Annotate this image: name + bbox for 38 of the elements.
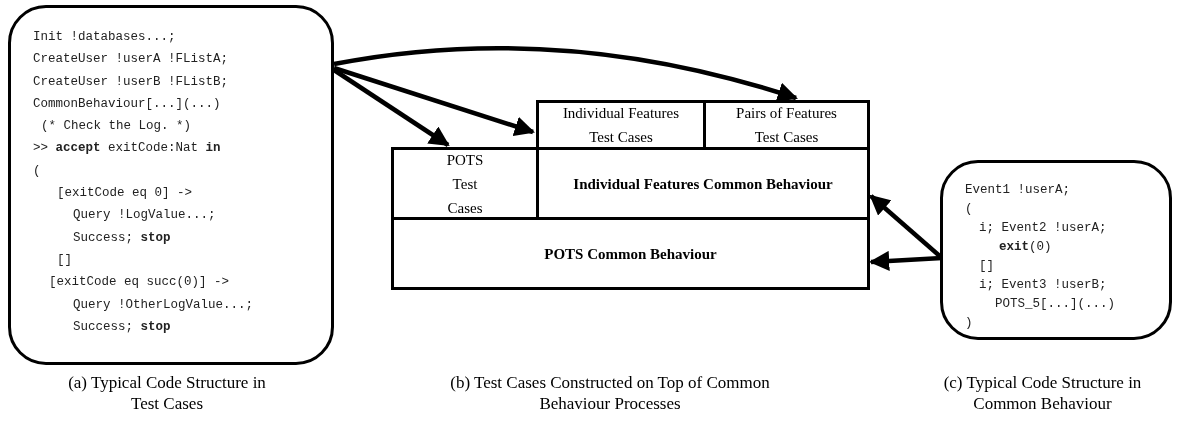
code-line: Query !OtherLogValue...; bbox=[72, 296, 255, 314]
box-label: Individual Features Test Cases bbox=[561, 104, 681, 147]
code-line: Success; stop bbox=[72, 318, 172, 336]
code-line: exit(0) bbox=[998, 239, 1053, 256]
code-line: Event1 !userA; bbox=[965, 182, 1072, 199]
box-label: POTS Common Behaviour bbox=[544, 244, 717, 264]
code-line: CreateUser !userB !FListB; bbox=[33, 73, 230, 91]
code-line: [exitCode eq succ(0)] -> bbox=[48, 274, 231, 292]
process-box bbox=[703, 100, 870, 150]
code-line: Query !LogValue...; bbox=[72, 207, 217, 225]
code-line: (* Check the Log. *) bbox=[40, 118, 193, 136]
code-line: CreateUser !userA !FListA; bbox=[33, 51, 230, 69]
process-box bbox=[391, 147, 539, 220]
code-line: i; Event3 !userB; bbox=[978, 277, 1108, 294]
code-line: CommonBehaviour[...](...) bbox=[33, 95, 222, 113]
caption: (c) Typical Code Structure in Common Behaviour bbox=[942, 372, 1143, 414]
box-label: Pairs of Features Test Cases bbox=[735, 104, 838, 147]
code-line: [exitCode eq 0] -> bbox=[56, 185, 194, 203]
code-line: Init !databases...; bbox=[33, 29, 177, 46]
code-panel bbox=[8, 5, 334, 365]
arrow bbox=[332, 68, 450, 147]
code-line: i; Event2 !userA; bbox=[978, 220, 1108, 237]
code-line: ( bbox=[965, 201, 974, 218]
code-panel bbox=[940, 160, 1172, 340]
code-line: ( bbox=[33, 162, 42, 180]
code-line: [] bbox=[978, 258, 995, 275]
caption: (a) Typical Code Structure in Test Cases bbox=[67, 372, 267, 414]
code-line: POTS_5[...](...) bbox=[994, 296, 1117, 313]
code-line: [] bbox=[56, 251, 73, 269]
code-line: Success; stop bbox=[72, 229, 172, 247]
box-label: POTS Test Cases bbox=[445, 150, 485, 218]
caption: (b) Test Cases Constructed on Top of Common Behaviour Processes bbox=[450, 372, 770, 414]
code-line: ) bbox=[965, 315, 974, 332]
process-box bbox=[391, 217, 870, 290]
process-box bbox=[536, 100, 706, 150]
arrow bbox=[333, 65, 535, 137]
code-line: >> accept exitCode:Nat in bbox=[33, 140, 222, 158]
box-label: Individual Features Common Behaviour bbox=[573, 174, 833, 194]
